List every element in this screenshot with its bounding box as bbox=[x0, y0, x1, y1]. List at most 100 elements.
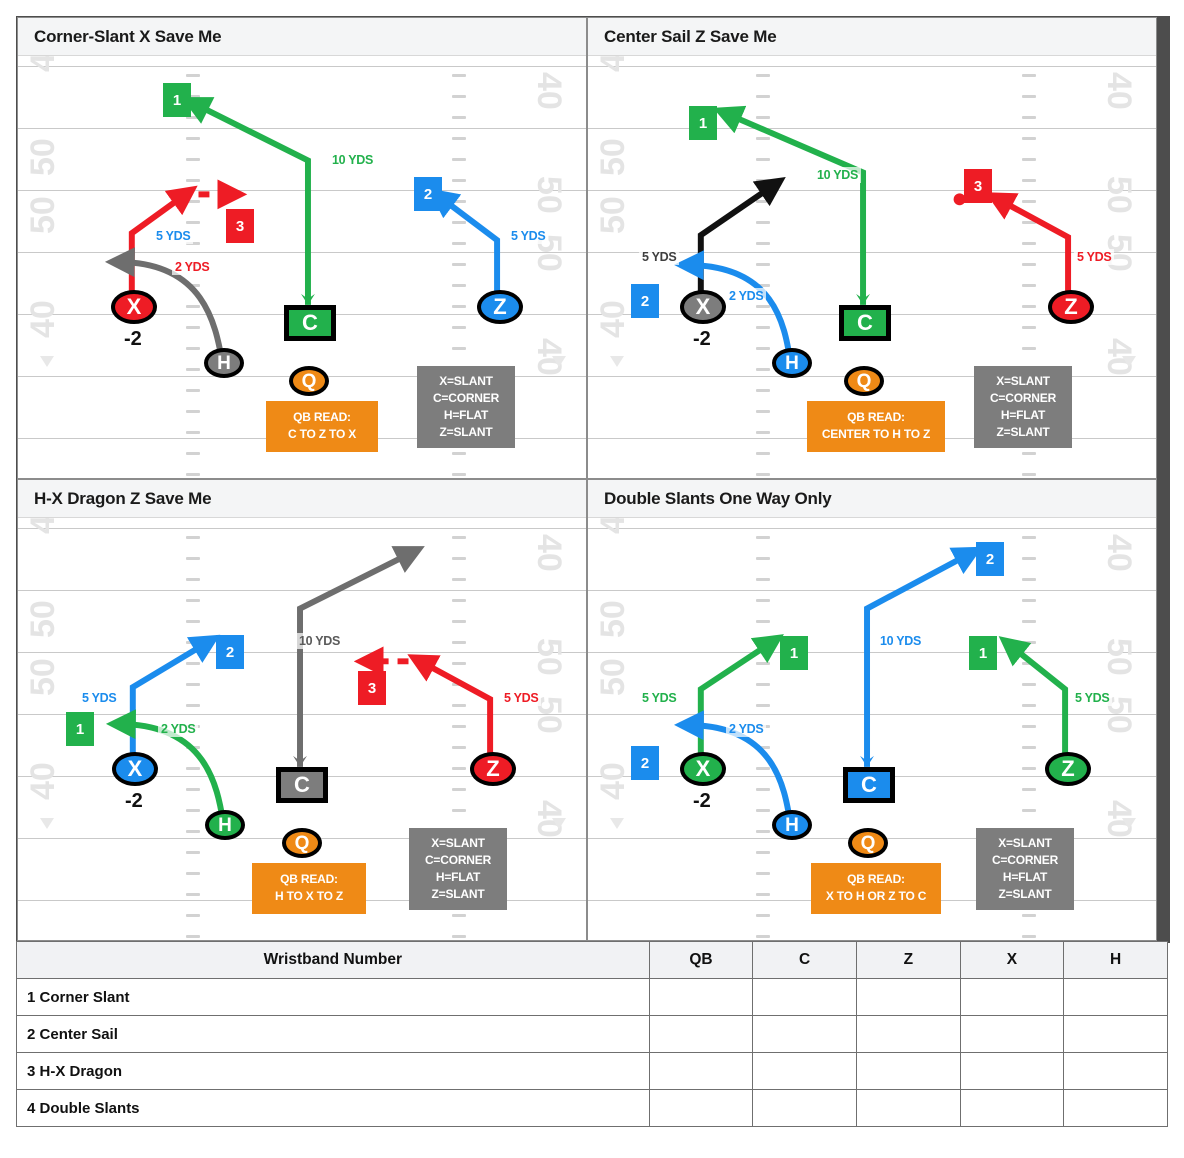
route-lines bbox=[105, 546, 498, 825]
route-tag-1-mid[interactable]: 1 bbox=[780, 636, 808, 670]
hash-mark bbox=[756, 242, 770, 245]
yard-direction-arrow-icon bbox=[552, 818, 566, 829]
cell-h[interactable] bbox=[1063, 978, 1168, 1016]
table-row[interactable]: 2 Center Sail bbox=[16, 1015, 1168, 1053]
cell-x[interactable] bbox=[959, 978, 1065, 1016]
route-tag-2-left[interactable]: 2 bbox=[631, 746, 659, 780]
player-q[interactable]: Q bbox=[848, 828, 888, 858]
player-x[interactable]: X bbox=[112, 752, 158, 786]
cell-h[interactable] bbox=[1063, 1089, 1168, 1127]
play-panel-double-slants[interactable]: Double Slants One Way Only 4050504040505… bbox=[587, 479, 1157, 941]
player-c[interactable]: C bbox=[276, 767, 328, 803]
qb-read-value: C TO Z TO X bbox=[287, 427, 357, 442]
hash-mark bbox=[186, 578, 200, 581]
yard-line bbox=[588, 528, 1156, 529]
yardage-label-10: 10 YDS bbox=[329, 152, 377, 168]
hash-mark bbox=[186, 893, 200, 896]
route-tag-2[interactable]: 2 bbox=[414, 177, 442, 211]
hash-mark bbox=[452, 641, 466, 644]
depth-label: -2 bbox=[691, 328, 713, 351]
cell-x[interactable] bbox=[959, 1015, 1065, 1053]
route-legend-box: X=SLANT C=CORNER H=FLAT Z=SLANT bbox=[409, 828, 507, 911]
route-tag-1[interactable]: 1 bbox=[66, 712, 94, 746]
player-x[interactable]: X bbox=[680, 290, 726, 324]
yard-line bbox=[18, 252, 586, 253]
player-h[interactable]: H bbox=[772, 810, 812, 840]
play-panel-hx-dragon[interactable]: H-X Dragon Z Save Me 4050504040505040 bbox=[17, 479, 587, 941]
hash-mark bbox=[452, 326, 466, 329]
qb-read-box: QB READ: X TO H OR Z TO C bbox=[811, 863, 941, 914]
cell-qb[interactable] bbox=[648, 1052, 754, 1090]
player-h[interactable]: H bbox=[204, 348, 244, 378]
cell-h[interactable] bbox=[1063, 1052, 1168, 1090]
player-z[interactable]: Z bbox=[477, 290, 523, 324]
route-tag-2-top[interactable]: 2 bbox=[976, 542, 1004, 576]
row-label: 3 H-X Dragon bbox=[16, 1052, 650, 1090]
legend-line-z: Z=SLANT bbox=[998, 887, 1052, 902]
depth-label: -2 bbox=[123, 790, 145, 813]
player-z[interactable]: Z bbox=[1048, 290, 1094, 324]
header-wristband-number: Wristband Number bbox=[16, 941, 650, 979]
cell-h[interactable] bbox=[1063, 1015, 1168, 1053]
player-q[interactable]: Q bbox=[282, 828, 322, 858]
route-tag-3[interactable]: 3 bbox=[226, 209, 254, 243]
player-c[interactable]: C bbox=[284, 305, 336, 341]
route-tag-1-right[interactable]: 1 bbox=[969, 636, 997, 670]
hash-mark bbox=[756, 431, 770, 434]
wristband-table: Wristband Number QB C Z X H 1 Corner Sla… bbox=[16, 941, 1168, 1127]
route-tag-3[interactable]: 3 bbox=[358, 671, 386, 705]
cell-x[interactable] bbox=[959, 1089, 1065, 1127]
cell-qb[interactable] bbox=[648, 1089, 754, 1127]
hash-mark bbox=[1022, 935, 1036, 938]
player-x[interactable]: X bbox=[680, 752, 726, 786]
cell-c[interactable] bbox=[752, 1015, 857, 1053]
hash-mark bbox=[756, 683, 770, 686]
hash-mark bbox=[756, 452, 770, 455]
yard-direction-arrow-icon bbox=[610, 356, 624, 367]
table-row[interactable]: 3 H-X Dragon bbox=[16, 1052, 1168, 1090]
row-number: 1 bbox=[27, 988, 36, 1006]
player-label: H bbox=[218, 814, 232, 836]
play-panel-corner-slant[interactable]: Corner-Slant X Save Me 4050504040505040 bbox=[17, 17, 587, 479]
player-q[interactable]: Q bbox=[844, 366, 884, 396]
player-x[interactable]: X bbox=[111, 290, 157, 324]
hash-mark bbox=[186, 410, 200, 413]
table-row[interactable]: 1 Corner Slant bbox=[16, 978, 1168, 1016]
cell-qb[interactable] bbox=[648, 978, 754, 1016]
play-panel-center-sail[interactable]: Center Sail Z Save Me 4050504040505040 bbox=[587, 17, 1157, 479]
route-tag-3[interactable]: 3 bbox=[964, 169, 992, 203]
route-tag-1[interactable]: 1 bbox=[163, 83, 191, 117]
hash-mark bbox=[186, 431, 200, 434]
player-z[interactable]: Z bbox=[470, 752, 516, 786]
route-tag-1[interactable]: 1 bbox=[689, 106, 717, 140]
hash-mark bbox=[452, 725, 466, 728]
cell-x[interactable] bbox=[959, 1052, 1065, 1090]
yard-line bbox=[18, 190, 586, 191]
player-c[interactable]: C bbox=[843, 767, 895, 803]
route-tag-2[interactable]: 2 bbox=[631, 284, 659, 318]
player-h[interactable]: H bbox=[205, 810, 245, 840]
table-row[interactable]: 4 Double Slants bbox=[16, 1089, 1168, 1127]
hash-mark bbox=[452, 746, 466, 749]
legend-line-h: H=FLAT bbox=[443, 408, 489, 423]
cell-z[interactable] bbox=[855, 978, 961, 1016]
legend-line-z: Z=SLANT bbox=[996, 425, 1050, 440]
cell-c[interactable] bbox=[752, 1089, 857, 1127]
cell-z[interactable] bbox=[855, 1052, 961, 1090]
cell-z[interactable] bbox=[855, 1015, 961, 1053]
hash-mark bbox=[186, 305, 200, 308]
legend-line-h: H=FLAT bbox=[435, 870, 481, 885]
cell-c[interactable] bbox=[752, 978, 857, 1016]
cell-c[interactable] bbox=[752, 1052, 857, 1090]
hash-mark bbox=[1022, 599, 1036, 602]
row-number: 2 bbox=[27, 1025, 36, 1043]
hash-mark bbox=[756, 788, 770, 791]
player-q[interactable]: Q bbox=[289, 366, 329, 396]
player-z[interactable]: Z bbox=[1045, 752, 1091, 786]
player-h[interactable]: H bbox=[772, 348, 812, 378]
cell-qb[interactable] bbox=[648, 1015, 754, 1053]
route-tag-2[interactable]: 2 bbox=[216, 635, 244, 669]
cell-z[interactable] bbox=[855, 1089, 961, 1127]
player-c[interactable]: C bbox=[839, 305, 891, 341]
player-label: X bbox=[695, 756, 711, 781]
